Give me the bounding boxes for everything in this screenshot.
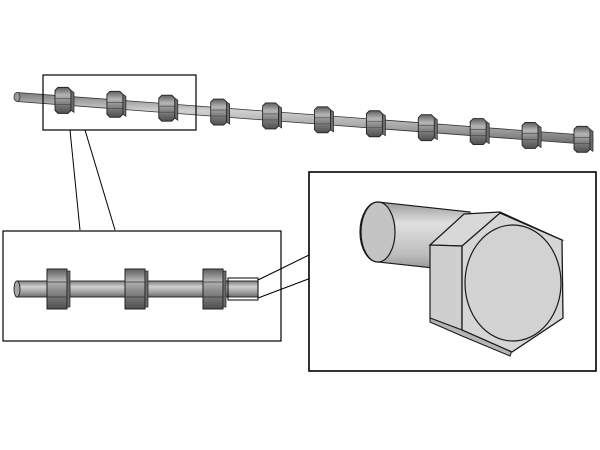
rod-nut bbox=[262, 102, 282, 130]
bolt-head-chamfer bbox=[464, 224, 562, 342]
bolt-closeup bbox=[359, 201, 565, 357]
leader-line-left bbox=[69, 129, 81, 231]
rod-body bbox=[16, 92, 591, 145]
detail-nut bbox=[124, 268, 149, 310]
bolt-shank-end bbox=[360, 201, 396, 263]
rod-nut bbox=[521, 121, 542, 149]
bolt-selection-box bbox=[227, 277, 259, 301]
rod-nut bbox=[106, 90, 127, 118]
rod-nut bbox=[365, 110, 386, 138]
detail-nuts bbox=[46, 268, 227, 310]
leader-line-bolt-top bbox=[257, 253, 312, 281]
threaded-rod bbox=[13, 92, 594, 145]
detail-selection-box bbox=[42, 74, 197, 131]
rod-nut bbox=[210, 98, 231, 126]
rod-nut bbox=[469, 118, 490, 145]
rod-nut bbox=[314, 106, 334, 134]
rod-nut bbox=[573, 125, 594, 153]
leader-line-right bbox=[84, 129, 116, 231]
rod-nuts bbox=[54, 86, 594, 153]
rod-nut bbox=[158, 94, 179, 122]
rod-nut bbox=[417, 114, 438, 142]
detail-nut bbox=[46, 268, 71, 310]
rod-nut bbox=[54, 86, 75, 114]
leader-line-bolt-bottom bbox=[257, 277, 312, 299]
detail-nut bbox=[202, 268, 227, 310]
bolt-head-side-left bbox=[429, 244, 463, 331]
rod-end-left bbox=[13, 92, 21, 102]
detail-rod-end bbox=[13, 280, 21, 298]
